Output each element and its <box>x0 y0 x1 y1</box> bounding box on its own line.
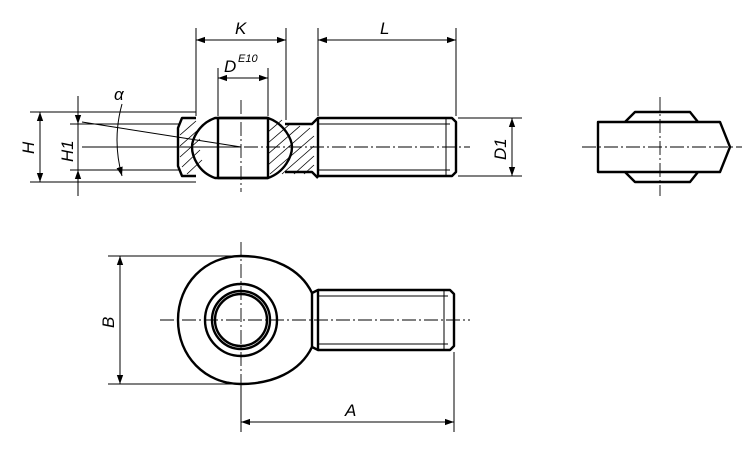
end-view-ball <box>624 110 699 184</box>
d-label: D <box>224 57 236 76</box>
section-hatch-right <box>267 119 315 175</box>
d1-label: D1 <box>491 138 510 160</box>
h-label: H <box>19 141 38 154</box>
neck-outline <box>285 117 319 179</box>
a-label: A <box>344 401 356 420</box>
alpha-label: α <box>114 85 125 104</box>
alpha-arc <box>116 103 123 177</box>
end-view-outer <box>596 120 732 174</box>
d-tolerance-label: E10 <box>238 53 258 65</box>
section-hatch-left <box>179 120 203 175</box>
alpha-line-1 <box>81 121 242 148</box>
ball-outline <box>190 116 294 180</box>
h1-label: H1 <box>58 140 77 162</box>
end-view <box>582 97 742 196</box>
k-label: K <box>235 19 247 38</box>
ball-bore <box>216 116 270 180</box>
b-label: B <box>99 317 118 328</box>
l-label: L <box>380 19 389 38</box>
side-view: α K L D E10 H H1 D1 <box>19 19 522 196</box>
shank-outline <box>316 116 458 178</box>
top-view: B A <box>99 242 470 432</box>
